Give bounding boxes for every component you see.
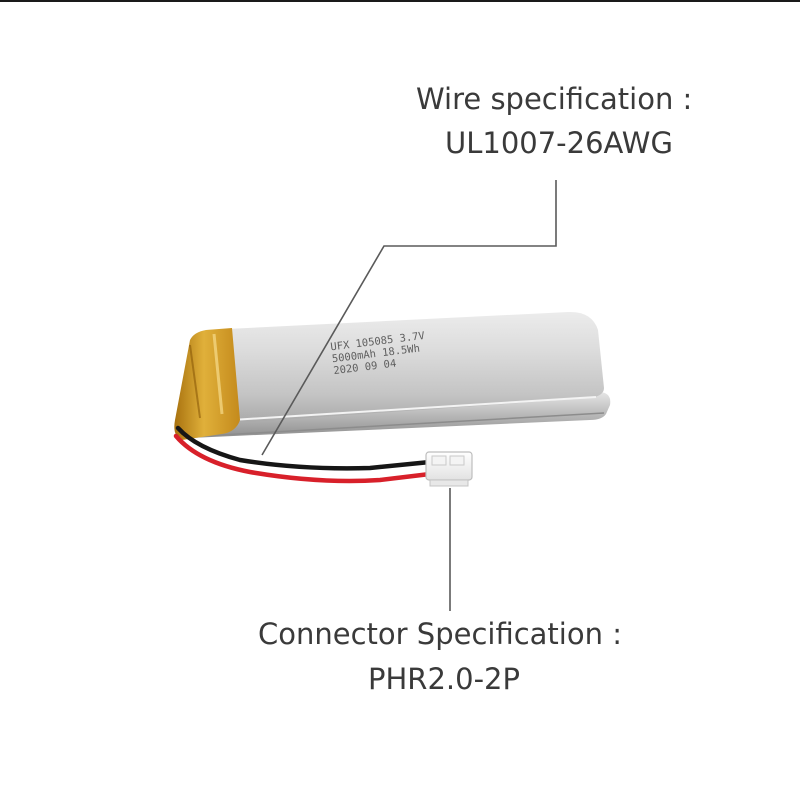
black-wire <box>175 425 433 471</box>
wire-spec-title: Wire specification : <box>416 82 693 116</box>
wire-callout-line <box>261 180 557 456</box>
battery-edge-shadow <box>185 412 605 438</box>
callout-lines <box>261 180 557 611</box>
lipo-battery: UFX 105085 3.7V 5000mAh 18.5Wh 2020 09 0… <box>174 311 611 440</box>
kapton-tape-fold <box>189 344 201 419</box>
connector-spec-value: PHR2.0-2P <box>368 662 520 696</box>
phr-connector <box>425 451 473 487</box>
red-wire <box>173 433 433 484</box>
connector-spec-title: Connector Specification : <box>258 617 622 651</box>
top-border <box>0 0 800 2</box>
battery-top-face <box>200 311 604 423</box>
wire-spec-value: UL1007-26AWG <box>445 126 673 160</box>
kapton-tape <box>174 328 240 440</box>
kapton-tape-shine <box>212 333 224 415</box>
battery-wires <box>173 425 433 484</box>
battery-edge-highlight <box>231 396 597 421</box>
